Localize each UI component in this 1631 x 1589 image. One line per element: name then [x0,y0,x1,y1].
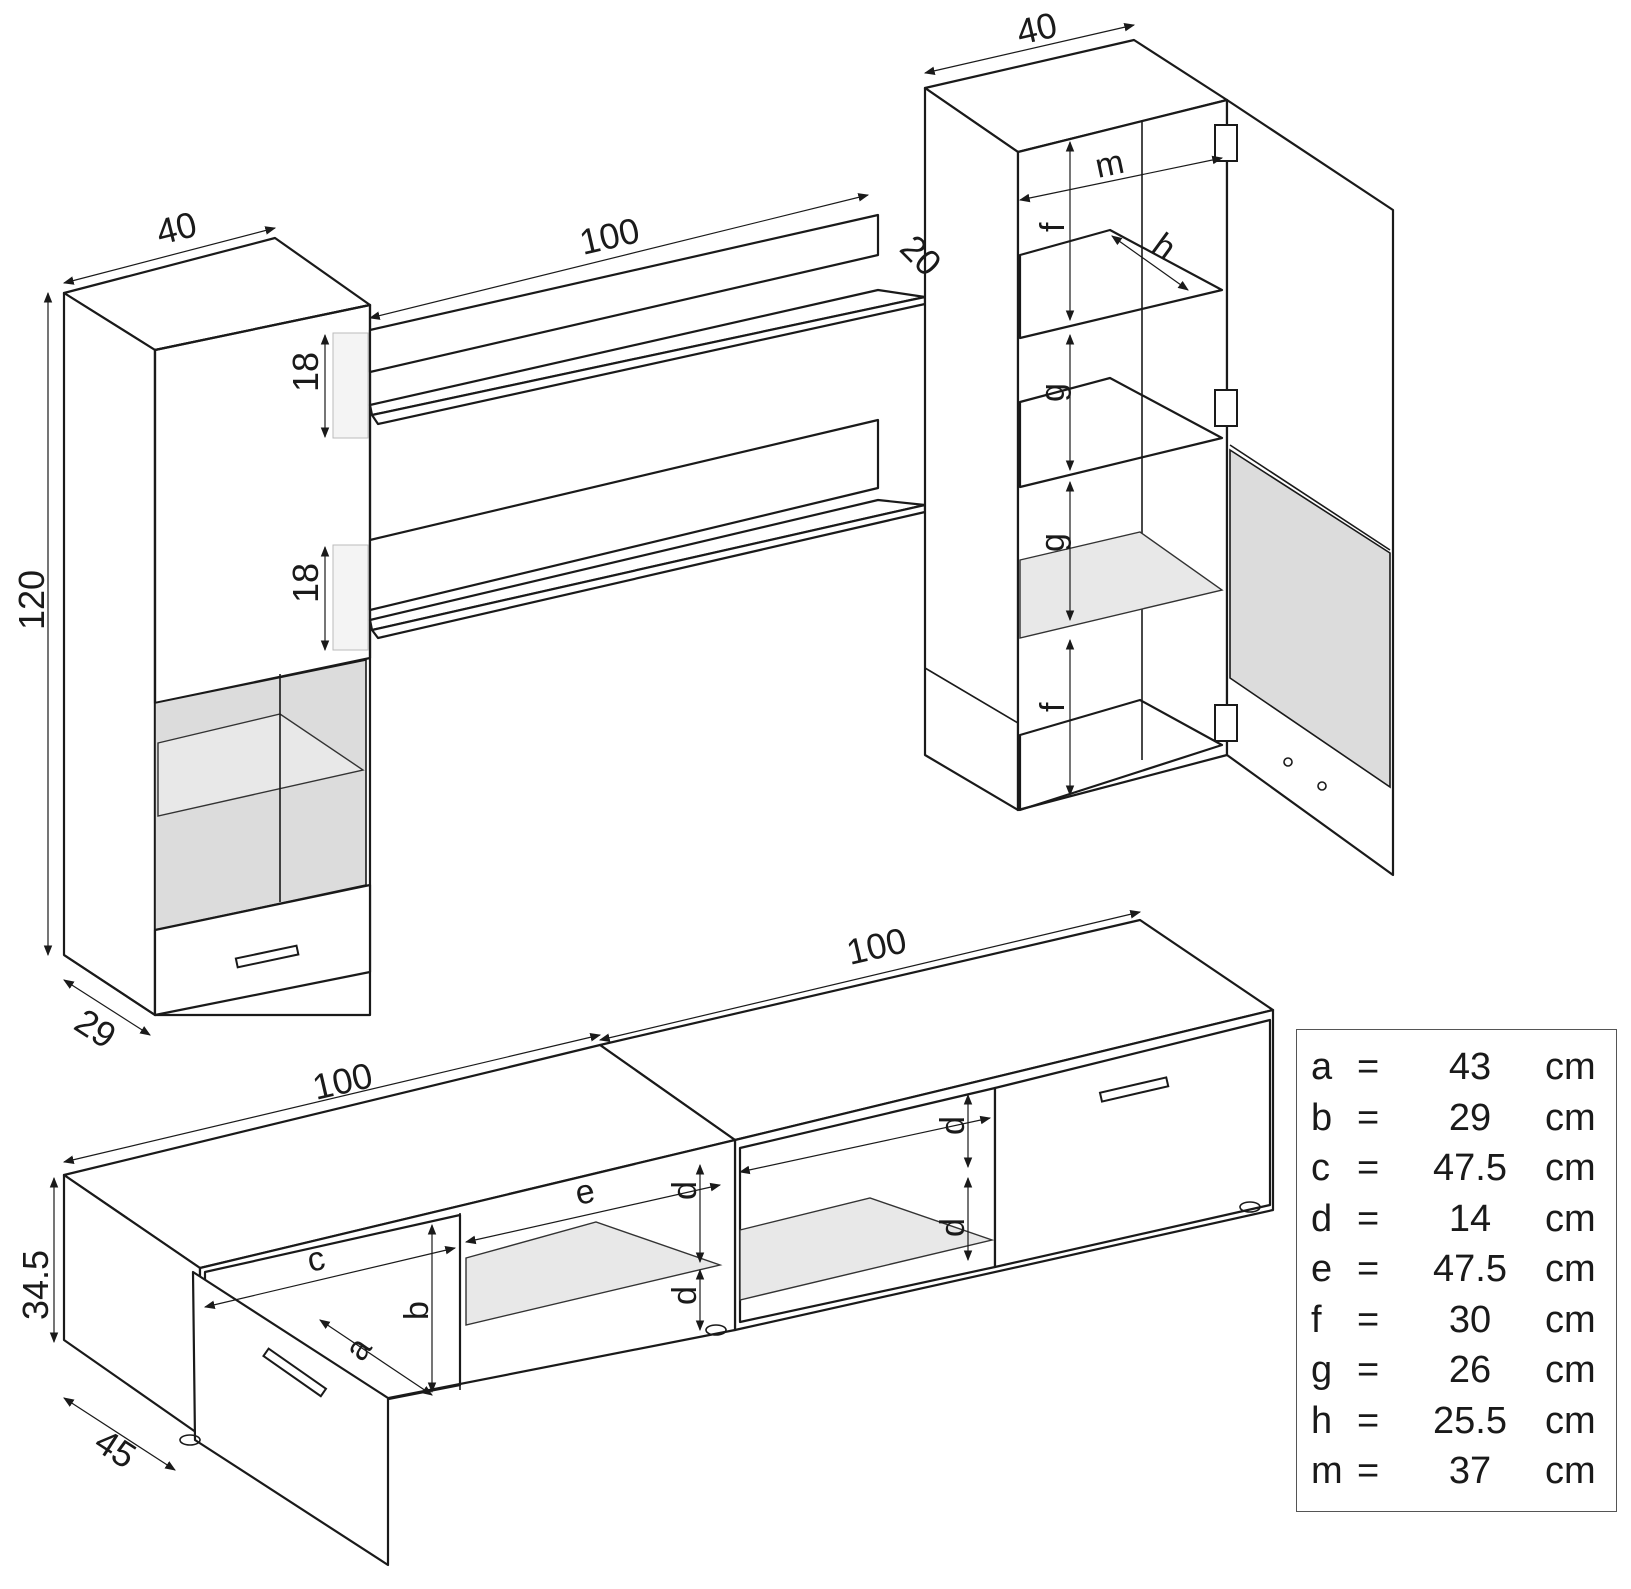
legend-letter: b [1311,1096,1333,1139]
legend-letter: f [1311,1298,1322,1341]
legend-value: 26 [1448,1349,1492,1391]
legend-row: g = 26 cm [1297,1349,1616,1401]
dimension-legend: a = 43 cm b = 29 cm c = 47.5 cm d = 14 cm e = 47.5 cm f = 30 cm… [1296,1029,1617,1512]
legend-unit: cm [1545,1096,1596,1139]
left-cabinet-drawer-handle [234,944,300,969]
legend-row: c = 47.5 cm [1297,1147,1616,1199]
label-f-bottom: f [1034,702,1072,712]
legend-letter: e [1311,1248,1333,1290]
tv-depth-label: 45 [88,1420,144,1476]
legend-equals: = [1357,1298,1380,1341]
hinge-top-icon [1214,124,1238,162]
dimension-lines [43,22,1224,1471]
legend-equals: = [1357,1046,1380,1088]
hinge-bottom-icon [1214,704,1238,742]
label-d-3: d [934,1116,972,1135]
legend-equals: = [1357,1450,1380,1492]
legend-equals: = [1357,1197,1380,1240]
wall-shelves [332,213,927,651]
legend-row: m = 37 cm [1297,1450,1616,1502]
legend-equals: = [1357,1399,1380,1442]
legend-equals: = [1357,1248,1380,1290]
right-cabinet-width-label: 40 [1013,4,1061,53]
left-cabinet-height-label: 120 [11,570,52,630]
legend-letter: h [1311,1399,1333,1442]
tv-right-door-handle [1098,1076,1170,1103]
shelf-upper-height-label: 18 [285,352,326,392]
left-tall-cabinet [62,236,372,1017]
legend-letter: d [1311,1197,1333,1240]
legend-equals: = [1357,1096,1380,1139]
legend-value: 47.5 [1433,1147,1507,1189]
label-f-top: f [1034,222,1072,232]
hinge-middle-icon [1214,389,1238,427]
legend-unit: cm [1545,1298,1596,1341]
legend-value: 30 [1448,1298,1492,1341]
legend-unit: cm [1545,1399,1596,1442]
legend-unit: cm [1545,1197,1596,1240]
legend-value: 43 [1448,1046,1492,1088]
legend-equals: = [1357,1147,1380,1189]
shelf-width-label: 100 [576,209,644,262]
legend-equals: = [1357,1349,1380,1391]
tv-top-left-width-label: 100 [309,1054,377,1107]
legend-row: d = 14 cm [1297,1198,1616,1250]
label-d-2: d [666,1286,704,1305]
legend-letter: a [1311,1046,1333,1088]
legend-value: 37 [1448,1450,1492,1492]
tv-right-door [993,1018,1272,1269]
legend-unit: cm [1545,1046,1596,1088]
legend-letter: m [1311,1450,1343,1492]
legend-unit: cm [1545,1450,1596,1492]
legend-value: 25.5 [1433,1399,1507,1442]
label-d-4: d [934,1218,972,1237]
legend-row: a = 43 cm [1297,1046,1616,1098]
legend-value: 47.5 [1433,1248,1507,1290]
tv-height-label: 34.5 [15,1250,56,1320]
label-g-upper: g [1034,383,1072,402]
right-tall-cabinet [923,38,1395,877]
left-cabinet-depth-label: 29 [68,1000,124,1056]
legend-row: b = 29 cm [1297,1097,1616,1149]
label-b: b [398,1301,436,1320]
legend-unit: cm [1545,1349,1596,1391]
legend-unit: cm [1545,1147,1596,1189]
legend-value: 29 [1448,1096,1492,1139]
right-cabinet-door-glass [1229,448,1391,789]
legend-row: f = 30 cm [1297,1299,1616,1351]
legend-letter: g [1311,1349,1333,1391]
left-cabinet-width-label: 40 [152,203,201,252]
legend-row: h = 25.5 cm [1297,1400,1616,1452]
label-g-lower: g [1034,533,1072,552]
tv-stands [62,918,1275,1567]
legend-row: e = 47.5 cm [1297,1248,1616,1300]
legend-letter: c [1311,1147,1330,1189]
legend-unit: cm [1545,1248,1596,1290]
shelf-lower-height-label: 18 [285,563,326,603]
legend-value: 14 [1448,1197,1492,1240]
label-d-1: d [666,1181,704,1200]
tv-top-right-width-label: 100 [843,919,911,972]
left-cabinet-drawer [153,883,372,1017]
